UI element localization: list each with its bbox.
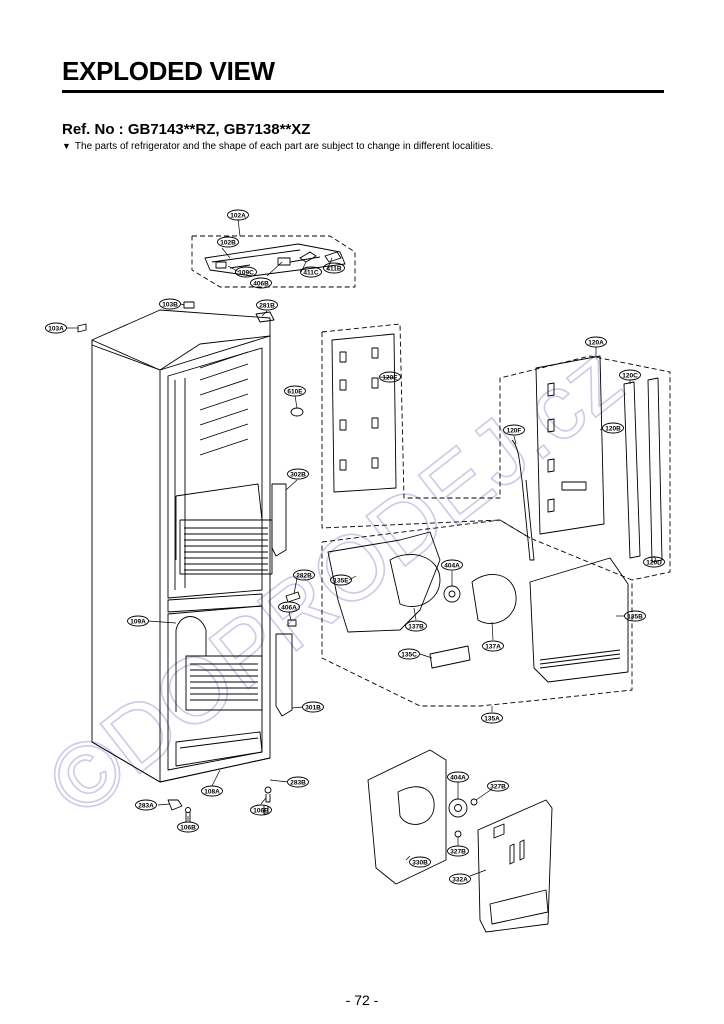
label-102A: 102A [227, 209, 249, 221]
svg-text:281B: 281B [259, 302, 275, 309]
svg-text:108A: 108A [204, 788, 220, 795]
svg-text:283B: 283B [290, 779, 306, 786]
label-404A-lower: 404A [447, 771, 469, 783]
svg-text:404A: 404A [444, 562, 460, 569]
svg-text:406A: 406A [281, 604, 297, 611]
label-281B: 281B [256, 299, 278, 311]
svg-text:120D: 120D [646, 559, 662, 566]
fan-duct-group [321, 519, 633, 707]
label-102B: 102B [217, 236, 239, 248]
label-327B-bottom: 327B [447, 845, 469, 857]
svg-text:102B: 102B [220, 239, 236, 246]
label-120A: 120A [585, 336, 607, 348]
svg-text:109A: 109A [130, 618, 146, 625]
label-109A: 109A [127, 615, 149, 627]
label-406B: 406B [250, 277, 272, 289]
label-137B: 137B [405, 620, 427, 632]
svg-text:120A: 120A [588, 339, 604, 346]
svg-text:327B: 327B [450, 848, 466, 855]
svg-text:135B: 135B [627, 613, 643, 620]
label-411C: 411C [300, 266, 322, 278]
disclaimer-text: The parts of refrigerator and the shape … [74, 141, 494, 152]
svg-text:137A: 137A [485, 643, 501, 650]
svg-text:106B: 106B [180, 824, 196, 831]
svg-text:411C: 411C [303, 269, 318, 276]
svg-text:120C: 120C [622, 372, 638, 379]
label-135A: 135A [481, 712, 503, 724]
svg-text:120F: 120F [507, 427, 522, 434]
svg-text:282B: 282B [296, 572, 312, 579]
label-404A-upper: 404A [441, 559, 463, 571]
label-109C: 109C [235, 266, 257, 278]
label-302B: 302B [287, 468, 309, 480]
svg-text:120E: 120E [382, 374, 398, 381]
svg-text:135C: 135C [401, 651, 417, 658]
svg-text:404A: 404A [450, 774, 466, 781]
svg-text:283A: 283A [138, 802, 154, 809]
fridge-duct-group [321, 323, 671, 581]
title-rule [62, 90, 664, 93]
svg-text:135E: 135E [333, 577, 349, 584]
svg-text:103B: 103B [162, 301, 178, 308]
label-301B: 301B [302, 701, 324, 713]
label-106B-right: 106B [250, 804, 272, 816]
svg-text:135A: 135A [484, 715, 500, 722]
svg-text:109C: 109C [238, 269, 254, 276]
svg-text:406B: 406B [253, 280, 269, 287]
disclaimer-note: ▼The parts of refrigerator and the shape… [62, 141, 493, 152]
label-120F: 120F [503, 424, 525, 436]
leader-lines [66, 218, 657, 877]
label-103A: 103A [45, 322, 67, 334]
svg-text:106B: 106B [253, 807, 269, 814]
lower-fan-assembly [367, 749, 553, 933]
label-332A: 332A [449, 873, 471, 885]
svg-text:327B: 327B [490, 783, 506, 790]
label-137A: 137A [482, 640, 504, 652]
svg-text:411B: 411B [326, 265, 341, 272]
label-120C: 120C [619, 369, 641, 381]
label-120D: 120D [643, 556, 665, 568]
svg-text:302B: 302B [290, 471, 306, 478]
label-135C: 135C [398, 648, 420, 660]
top-hinge-assembly [191, 235, 356, 288]
svg-text:120B: 120B [605, 425, 621, 432]
upper-evaporator [175, 483, 273, 575]
label-103B: 103B [159, 298, 181, 310]
label-282B: 282B [293, 569, 315, 581]
label-283B: 283B [287, 776, 309, 788]
label-327B-top: 327B [487, 780, 509, 792]
refrigerator-cabinet [77, 301, 304, 823]
svg-text:102A: 102A [230, 212, 246, 219]
svg-text:332A: 332A [452, 876, 468, 883]
triangle-marker-icon: ▼ [62, 141, 71, 151]
part-labels: 102A 102B 109C 406B 411C 411B 103B 281B … [45, 209, 665, 885]
label-120B: 120B [602, 422, 624, 434]
label-135B: 135B [624, 610, 646, 622]
svg-text:301B: 301B [305, 704, 321, 711]
page-number: - 72 - [345, 992, 379, 1008]
label-330B: 330B [409, 856, 431, 868]
svg-text:103A: 103A [48, 325, 64, 332]
label-411B: 411B [323, 262, 345, 274]
label-108A: 108A [201, 785, 223, 797]
svg-text:330B: 330B [412, 859, 428, 866]
label-283A: 283A [135, 799, 157, 811]
page-title: EXPLODED VIEW [62, 56, 275, 86]
label-106B-left: 106B [177, 821, 199, 833]
label-610E: 610E [284, 385, 306, 397]
svg-text:137B: 137B [408, 623, 424, 630]
label-120E: 120E [379, 371, 401, 383]
lower-evaporator [175, 616, 263, 712]
label-406A: 406A [278, 601, 300, 613]
label-135E: 135E [330, 574, 352, 586]
reference-number: Ref. No : GB7143**RZ, GB7138**XZ [62, 121, 311, 138]
svg-text:610E: 610E [287, 388, 303, 395]
